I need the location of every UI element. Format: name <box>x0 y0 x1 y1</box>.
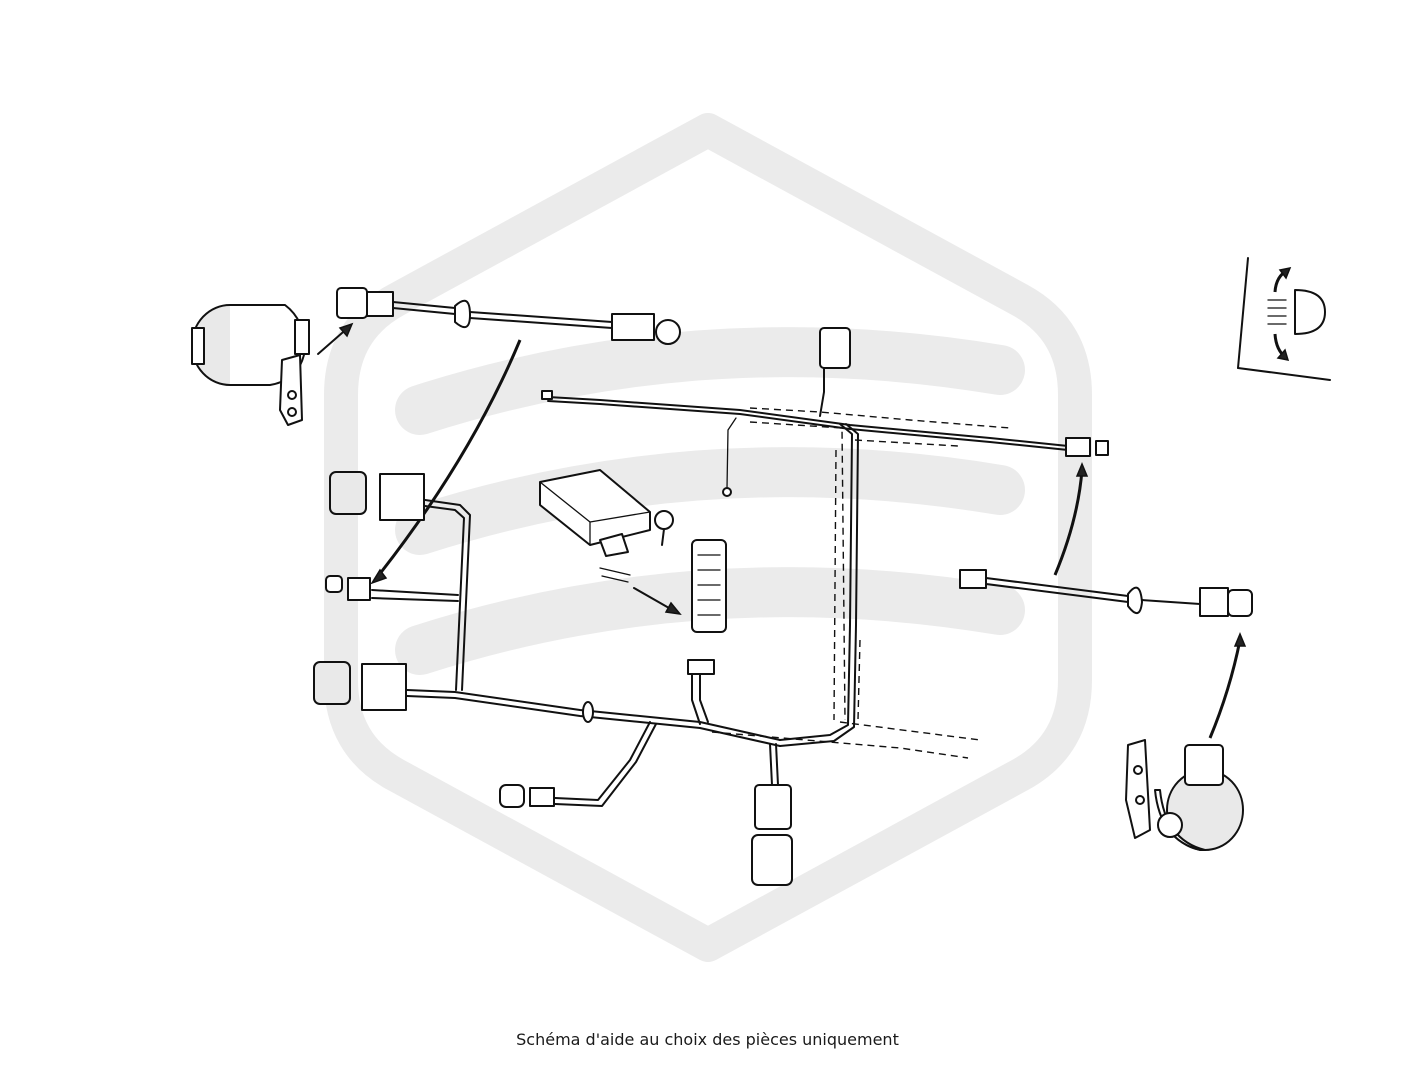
harness-lower-branch <box>406 671 781 807</box>
curved-arrow-right <box>1053 469 1084 576</box>
top-left-motor <box>191 304 310 426</box>
curved-arrow-top <box>373 339 522 581</box>
harness-left-branch <box>371 499 471 691</box>
fuse-block <box>687 539 727 675</box>
bottom-right-motor <box>1125 739 1244 851</box>
diagram-caption: Schéma d'aide au choix des pièces unique… <box>516 1030 899 1049</box>
left-connectors <box>313 471 425 711</box>
arrow-head-top-left <box>338 322 354 338</box>
harness-vertical-trunk <box>711 423 981 759</box>
right-harness-cable <box>959 437 1253 617</box>
harness-upper-branch <box>541 367 1069 721</box>
headlight-adjust-icon <box>1237 257 1331 381</box>
control-module <box>539 469 674 583</box>
top-harness-cable <box>336 287 681 345</box>
watermark-logo <box>324 113 1092 962</box>
top-connector <box>819 327 851 369</box>
curved-arrow-bottom-right <box>1208 639 1242 739</box>
bottom-connectors <box>499 784 793 886</box>
